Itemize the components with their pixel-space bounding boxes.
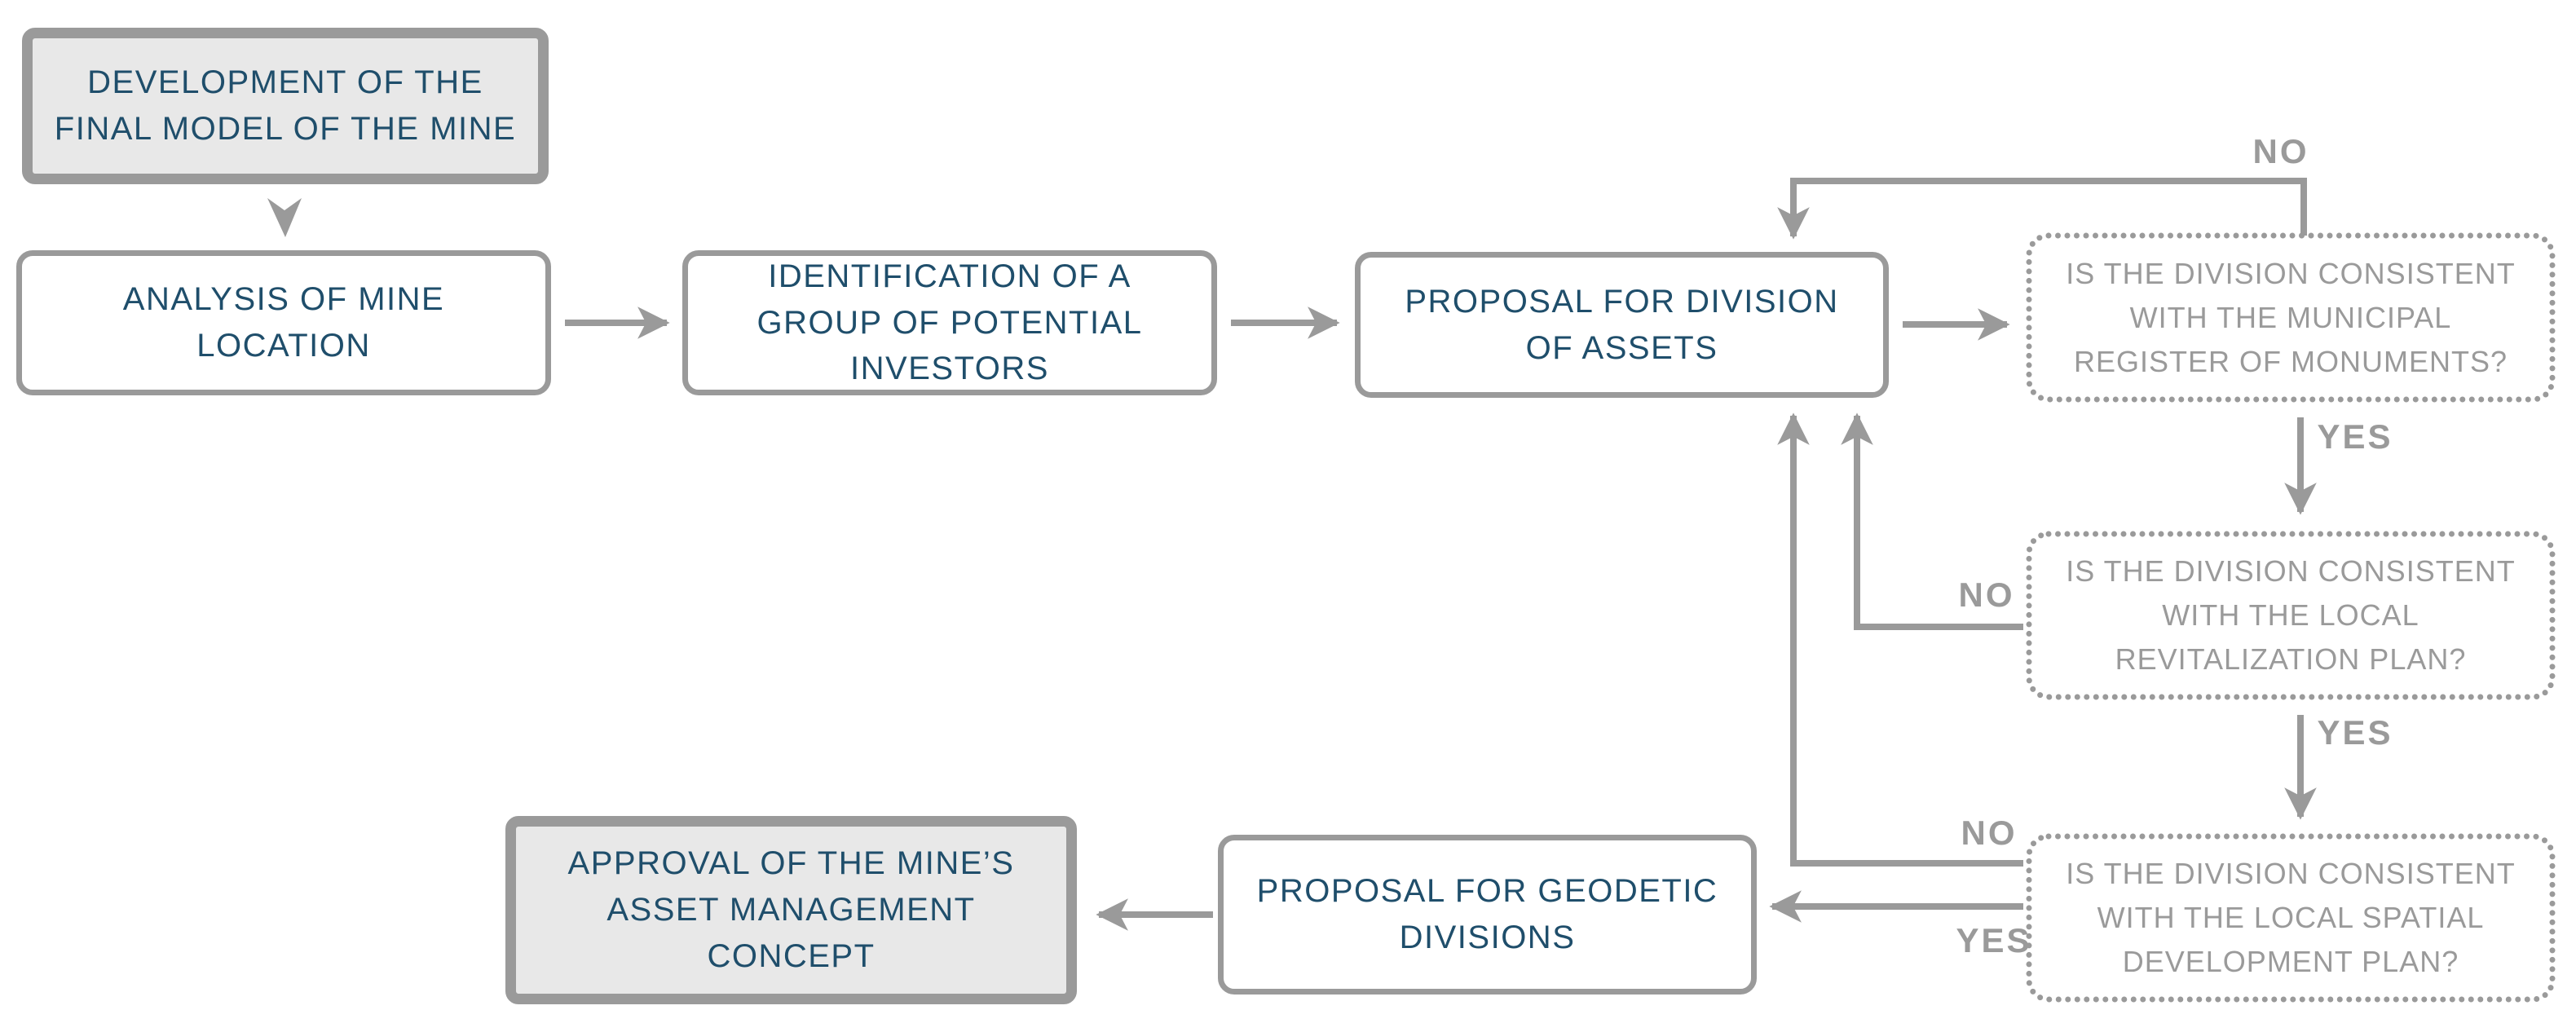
decision-box-revitalization-outline bbox=[2026, 531, 2556, 700]
edge-label-monuments-yes: YES bbox=[2317, 417, 2393, 456]
edge-label-revitalization-no: NO bbox=[1958, 576, 2015, 614]
edge-label-revitalization-yes: YES bbox=[2317, 713, 2393, 752]
edge-label-spatial-no: NO bbox=[1961, 814, 2018, 852]
node-approval-asset-management: APPROVAL OF THE MINE’S ASSET MANAGEMENT … bbox=[505, 816, 1077, 1004]
edge-spatial-no-return bbox=[1777, 412, 2023, 867]
edge-label-spatial-yes: YES bbox=[1956, 921, 2032, 959]
node-decision-spatial-development-plan: IS THE DIVISION CONSISTENT WITH THE LOCA… bbox=[2066, 857, 2516, 978]
edge-label-monuments-no: NO bbox=[2252, 132, 2309, 170]
node-development-final-model: DEVELOPMENT OF THE FINAL MODEL OF THE MI… bbox=[22, 28, 549, 184]
node-proposal-division-assets: PROPOSAL FOR DIVISION OF ASSETS bbox=[1355, 252, 1889, 398]
node-decision-municipal-register: IS THE DIVISION CONSISTENT WITH THE MUNI… bbox=[2066, 256, 2516, 378]
decision-box-monuments-outline bbox=[2026, 232, 2556, 403]
edge-monuments-no-return bbox=[1777, 178, 2307, 240]
edge-development-analysis-arrowhead bbox=[267, 198, 302, 237]
node-decision-revitalization-plan: IS THE DIVISION CONSISTENT WITH THE LOCA… bbox=[2066, 554, 2516, 676]
edge-revitalization-no-return bbox=[1841, 412, 2023, 630]
node-analysis-mine-location: ANALYSIS OF MINE LOCATION bbox=[16, 250, 551, 395]
decision-box-spatial-outline bbox=[2026, 833, 2556, 1003]
node-identification-investors: IDENTIFICATION OF A GROUP OF POTENTIAL I… bbox=[682, 250, 1217, 395]
node-proposal-geodetic-divisions: PROPOSAL FOR GEODETIC DIVISIONS bbox=[1218, 835, 1757, 995]
